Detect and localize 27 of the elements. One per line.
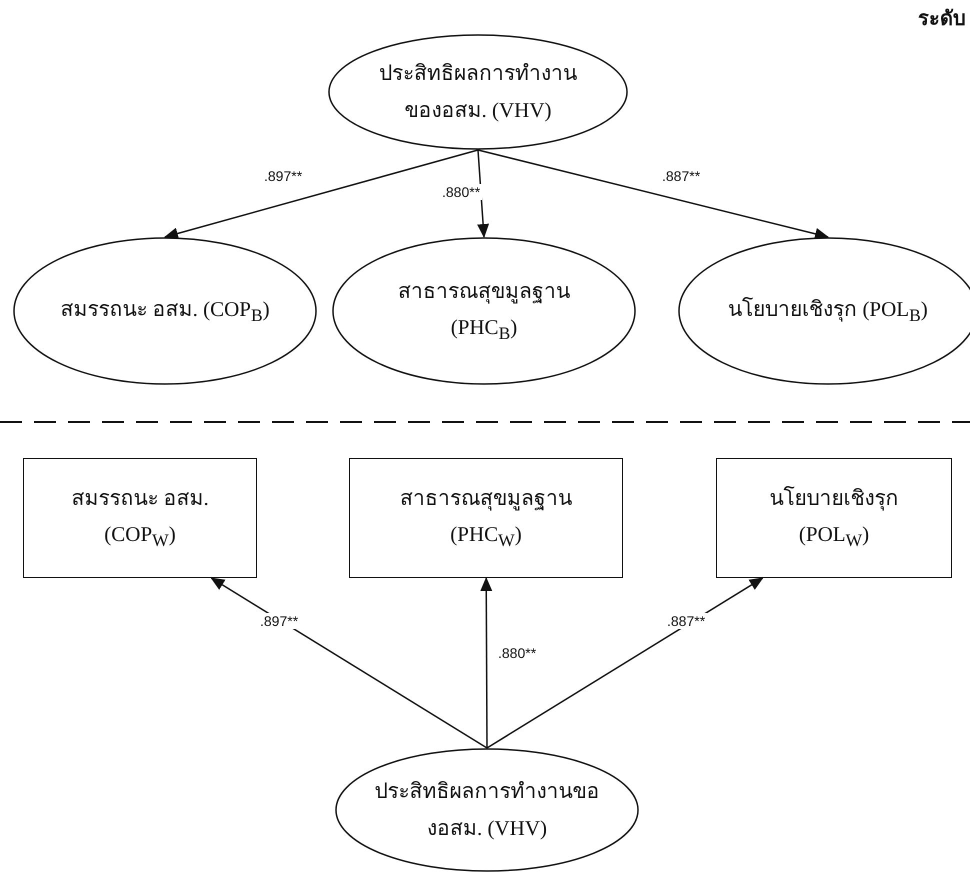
level-heading: ระดับ <box>918 7 966 32</box>
node-label: นโยบายเชิงรุก (POL$_{W}$) <box>768 484 900 553</box>
node-label: สาธารณสุขมูลฐาน (PHC$_{B}$) <box>397 278 571 346</box>
node-label: ประสิทธิผลการทำงานของอสม. (VHV) <box>374 778 600 842</box>
arrow <box>210 577 488 749</box>
edge-label: .887** <box>660 168 702 184</box>
arrow <box>164 149 478 240</box>
edge-label: .897** <box>262 168 304 184</box>
arrow <box>480 577 492 748</box>
oval-node <box>332 237 636 385</box>
edge-label: .880** <box>440 184 482 200</box>
node-label: สาธารณสุขมูลฐาน (PHC$_{W}$) <box>399 484 573 553</box>
node-label: สมรรถนะ อสม. (COP$_{W}$) <box>70 484 210 553</box>
rectangle-node <box>716 458 952 578</box>
edge-label: .880** <box>496 645 538 661</box>
oval-node <box>328 34 628 150</box>
edge-label: .897** <box>258 613 300 629</box>
oval-node <box>335 748 639 872</box>
rectangle-node <box>23 458 257 578</box>
arrow <box>478 149 829 240</box>
node-label: นโยบายเชิงรุก (POL$_{B}$) <box>727 296 929 328</box>
node-label: ประสิทธิผลการทำงานของอสม. (VHV) <box>378 60 578 124</box>
oval-node <box>13 237 317 385</box>
edge-label: .887** <box>665 613 708 629</box>
arrow <box>486 577 764 749</box>
rectangle-node <box>349 458 623 578</box>
node-label: สมรรถนะ อสม. (COP$_{B}$) <box>59 296 271 328</box>
